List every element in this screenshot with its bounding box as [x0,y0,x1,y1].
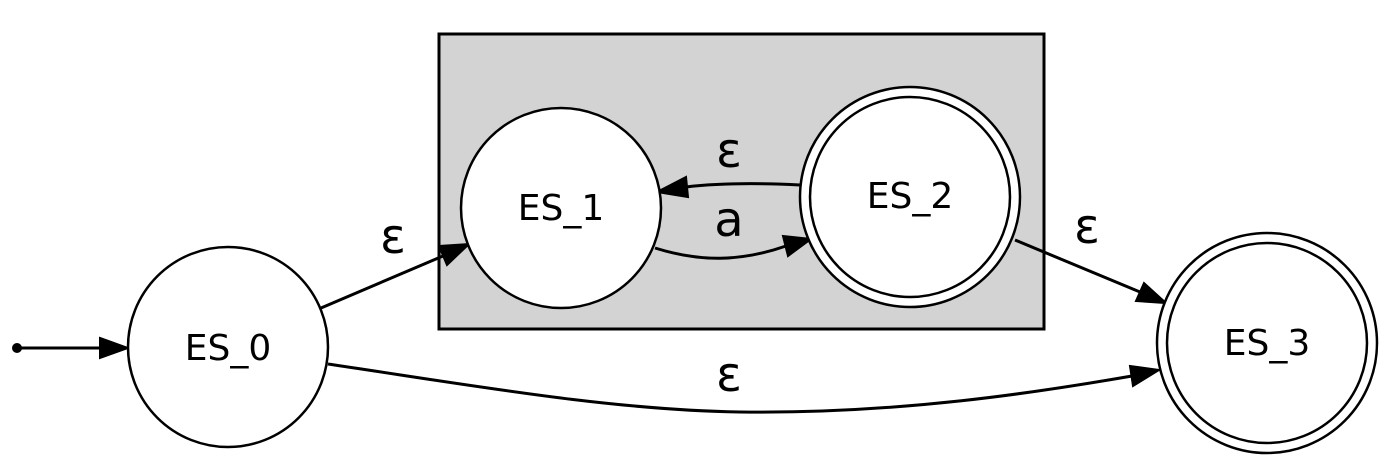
state-es2-label: ES_2 [867,176,954,217]
edge-es0-es3 [327,362,1133,414]
edge-label-es2-es1: ε [716,123,742,179]
state-es1: ES_1 [459,106,663,310]
state-es3: ES_3 [1155,231,1379,455]
state-es0-label: ES_0 [185,328,272,369]
edge-es2-es1 [685,182,801,189]
edge-es1-es2 [654,244,787,260]
state-es1-label: ES_1 [518,188,605,229]
edge-label-es2-es3: ε [1074,199,1100,255]
state-es0: ES_0 [126,245,330,449]
start-arrowhead [99,336,131,360]
edge-es1-es2-arrowhead [781,234,814,258]
state-es2: ES_2 [798,85,1022,309]
edge-es2-es3 [1014,238,1141,294]
edge-es0-es3-arrowhead [1128,364,1162,388]
edge-es0-es1-arrowhead [437,242,472,267]
state-es3-label: ES_3 [1224,323,1311,364]
edge-es0-es1 [320,254,444,310]
edge-label-es0-es3: ε [716,347,742,403]
edge-es2-es1-arrowhead [653,175,690,199]
edge-label-es1-es2: a [714,192,743,248]
edge-es2-es3-arrowhead [1134,281,1169,305]
edge-label-es0-es1: ε [380,209,406,265]
